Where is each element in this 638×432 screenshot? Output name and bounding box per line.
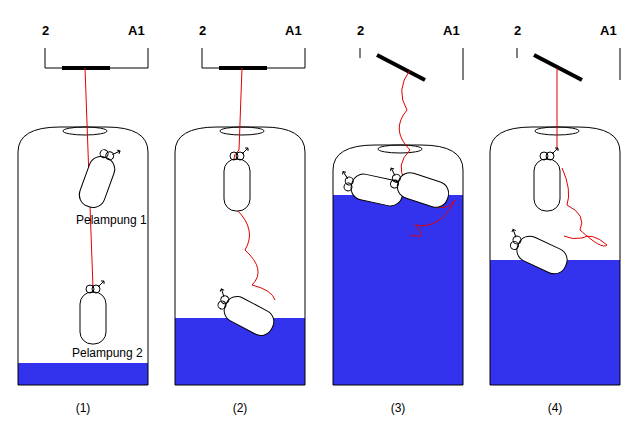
terminal-label: A1	[128, 24, 145, 37]
terminal-label: A1	[600, 24, 617, 37]
panel-number: (3)	[391, 402, 406, 414]
terminal-label: 2	[199, 24, 206, 37]
panel-number: (4)	[548, 402, 563, 414]
float-label: Pelampung 2	[72, 347, 143, 359]
panel	[175, 48, 305, 385]
panel	[333, 48, 463, 385]
panel-number: (2)	[233, 402, 248, 414]
terminal-label: 2	[42, 24, 49, 37]
terminal-label: 2	[514, 24, 521, 37]
float-label: Pelampung 1	[76, 214, 147, 226]
terminal-label: A1	[285, 24, 302, 37]
terminal-label: 2	[357, 24, 364, 37]
panel-number: (1)	[76, 402, 91, 414]
terminal-label: A1	[443, 24, 460, 37]
panel	[18, 48, 148, 385]
panel	[490, 48, 620, 385]
